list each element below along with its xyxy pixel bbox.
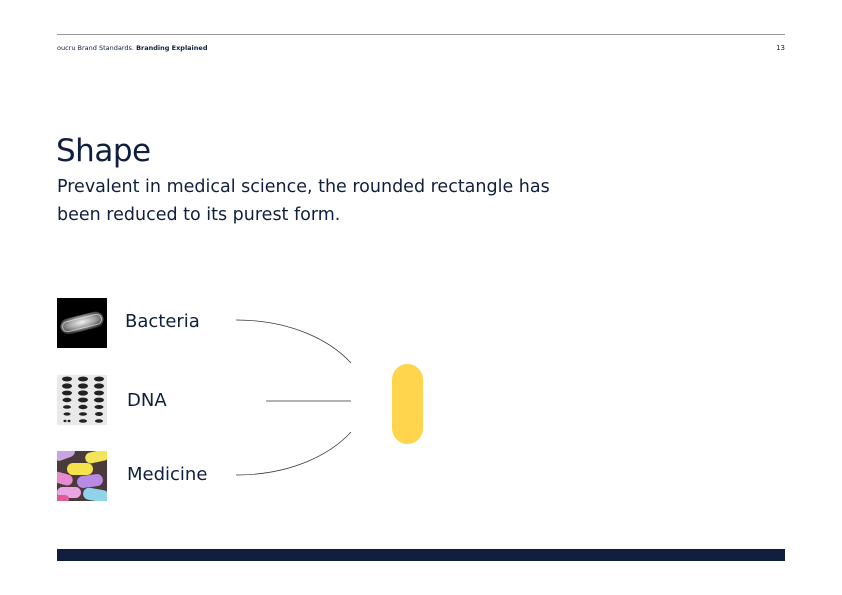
page-number: 13 — [776, 44, 785, 52]
connector-medicine — [235, 431, 352, 476]
connector-bacteria — [235, 319, 352, 364]
label-bacteria: Bacteria — [125, 311, 200, 332]
label-medicine: Medicine — [127, 464, 208, 485]
intro-text: Prevalent in medical science, the rounde… — [57, 177, 550, 225]
footer-bar — [57, 549, 785, 561]
page-title: Shape — [56, 133, 151, 169]
pills-image — [57, 451, 107, 501]
rounded-rectangle-shape — [392, 364, 423, 444]
section-name: Branding Explained — [136, 44, 208, 52]
running-header: oucru Brand Standards. Branding Explaine… — [57, 44, 207, 52]
brand-name: oucru Brand Standards. — [57, 44, 134, 52]
bacteria-image — [57, 298, 107, 348]
label-dna: DNA — [127, 390, 167, 411]
dna-gel-image — [57, 375, 107, 425]
header-rule — [57, 34, 785, 35]
